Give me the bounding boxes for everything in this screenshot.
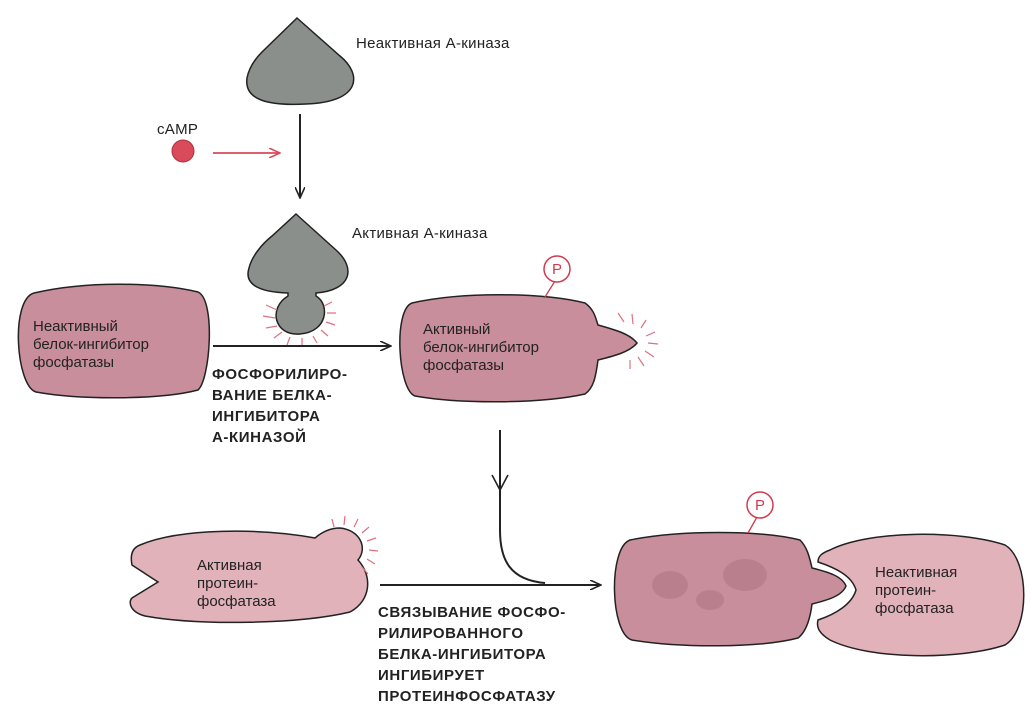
active-kinase-shape (247, 212, 349, 335)
active-inhibitor-glow (617, 312, 659, 369)
inactive-kinase-shape (246, 16, 355, 106)
active-kinase-glow (262, 301, 336, 346)
inactive-phosphatase-line: протеин- (875, 582, 936, 599)
phosphate-bottom-label: P (755, 497, 765, 514)
phosphate-stem-top (544, 280, 556, 298)
active-phosphatase-glow (331, 515, 379, 575)
inactive-phosphatase-line: фосфатаза (875, 600, 954, 617)
binding-caption-line: СВЯЗЫВАНИЕ ФОСФО- (378, 604, 566, 621)
phosphate-top-label: P (552, 261, 562, 278)
inactive-phosphatase-label: Неактивная протеин- фосфатаза (875, 564, 961, 617)
active-inhibitor-label: Активный белок-ингибитор фосфатазы (423, 321, 543, 374)
phosphorylation-caption-line: ВАНИЕ БЕЛКА- (212, 387, 332, 404)
active-phosphatase-label: Активная протеин- фосфатаза (197, 557, 276, 610)
inactive-kinase-label: Неактивная А-киназа (356, 35, 510, 52)
bound-inhibitor-shape (613, 531, 847, 647)
binding-arrow-curve (499, 430, 546, 584)
bound-inhibitor-texture (652, 559, 767, 610)
active-phosphatase-line: протеин- (197, 575, 258, 592)
inactive-inhibitor-label: Неактивный белок-ингибитор фосфатазы (33, 318, 153, 371)
active-kinase-label: Активная А-киназа (352, 225, 488, 242)
active-phosphatase-shape (129, 527, 369, 624)
camp-dot (171, 139, 195, 163)
phosphate-stem-bottom (747, 516, 758, 534)
binding-caption-line: БЕЛКА-ИНГИБИТОРА (378, 646, 546, 663)
active-inhibitor-shape (399, 294, 638, 403)
binding-caption-line: ИНГИБИРУЕТ (378, 667, 485, 684)
camp-label: cAMP (157, 121, 198, 138)
inactive-inhibitor-line: фосфатазы (33, 354, 114, 371)
phosphate-bottom-circle (746, 491, 774, 519)
inactive-phosphatase-line: Неактивная (875, 564, 957, 581)
phosphate-top-circle (543, 255, 571, 283)
binding-caption-line: РИЛИРОВАННОГО (378, 625, 524, 642)
binding-arrow-head-down (491, 474, 509, 492)
binding-caption: СВЯЗЫВАНИЕ ФОСФО- РИЛИРОВАННОГО БЕЛКА-ИН… (378, 604, 571, 705)
inactive-inhibitor-shape (17, 283, 211, 399)
phosphorylation-caption-line: ФОСФОРИЛИРО- (212, 366, 348, 383)
inactive-inhibitor-line: Неактивный (33, 318, 118, 335)
active-inhibitor-line: белок-ингибитор (423, 339, 539, 356)
active-phosphatase-line: Активная (197, 557, 262, 574)
active-inhibitor-line: Активный (423, 321, 490, 338)
binding-caption-line: ПРОТЕИНФОСФАТАЗУ (378, 688, 556, 705)
phosphorylation-caption-line: А-КИНАЗОЙ (212, 428, 306, 446)
phosphorylation-caption: ФОСФОРИЛИРО- ВАНИЕ БЕЛКА- ИНГИБИТОРА А-К… (212, 366, 352, 446)
inactive-phosphatase-shape (816, 533, 1025, 657)
inactive-inhibitor-line: белок-ингибитор (33, 336, 149, 353)
active-inhibitor-line: фосфатазы (423, 357, 504, 374)
active-phosphatase-line: фосфатаза (197, 593, 276, 610)
phosphorylation-caption-line: ИНГИБИТОРА (212, 408, 320, 425)
